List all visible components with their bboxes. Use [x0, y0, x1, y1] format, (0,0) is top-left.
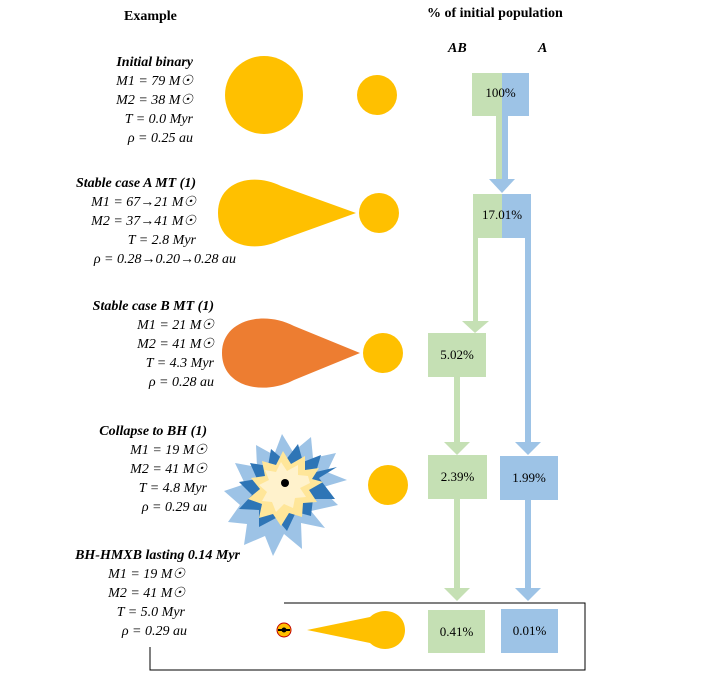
stage-title: Stable case A MT (1)	[75, 176, 196, 191]
stage-param: T = 4.8 Myr	[138, 481, 207, 496]
stage-initial-binary: Initial binary M1 = 79 M☉ M2 = 38 M☉ T =…	[116, 53, 193, 148]
stage-param: M2 = 41 M☉	[130, 462, 207, 477]
stage-param: T = 4.3 Myr	[145, 356, 214, 371]
percent-hmxb-a: 0.01%	[512, 623, 547, 638]
stage-param: M1 = 79 M☉	[116, 74, 193, 89]
stage-param: M2 = 41 M☉	[108, 586, 185, 601]
percent-collapse-a: 1.99%	[512, 470, 546, 485]
star-primary-initial	[225, 56, 303, 134]
stage-param: M2 = 37→41 M☉	[91, 214, 196, 229]
black-hole-dot	[281, 479, 289, 487]
star-secondary-initial	[357, 75, 397, 115]
stage-param: ρ = 0.29 au	[141, 500, 207, 515]
stage-param: M1 = 19 M☉	[108, 567, 185, 582]
stage-param: M1 = 21 M☉	[137, 318, 214, 333]
population-header: % of initial population	[427, 6, 563, 21]
stage-param: M2 = 38 M☉	[116, 93, 193, 108]
stage-case-a-mt: Stable case A MT (1) M1 = 67→21 M☉ M2 = …	[76, 174, 236, 269]
stage-param: ρ = 0.29 au	[121, 624, 187, 639]
stage-title: Collapse to BH (1)	[99, 424, 207, 439]
accretor-star-b	[363, 333, 403, 373]
percent-initial: 100%	[485, 85, 516, 100]
hmxb-bracket-line	[149, 602, 586, 671]
column-ab-label: AB	[448, 41, 467, 56]
stage-title: Stable case B MT (1)	[92, 299, 214, 314]
column-a-label: A	[538, 41, 548, 56]
stage-param: ρ = 0.28→0.20→0.28 au	[93, 252, 236, 267]
stage-param: M2 = 41 M☉	[137, 337, 214, 352]
stage-title: Initial binary	[116, 55, 193, 70]
example-header: Example	[124, 9, 177, 24]
stage-param: T = 0.0 Myr	[124, 112, 193, 127]
percent-collapse-ab: 2.39%	[440, 469, 475, 484]
stage-param: ρ = 0.28 au	[148, 375, 214, 390]
percent-hmxb-ab: 0.41%	[439, 624, 474, 639]
stage-case-b-mt: Stable case B MT (1) M1 = 21 M☉ M2 = 41 …	[93, 297, 214, 392]
accretor-star-a	[359, 193, 399, 233]
stage-param: M1 = 19 M☉	[130, 443, 207, 458]
roche-lobe-overflow-star-b	[222, 318, 360, 388]
companion-star-collapse	[368, 465, 408, 505]
stage-collapse-bh: Collapse to BH (1) M1 = 19 M☉ M2 = 41 M☉…	[99, 422, 207, 517]
stage-param: ρ = 0.25 au	[127, 131, 193, 146]
stage-param: T = 2.8 Myr	[127, 233, 196, 248]
stage-param: M1 = 67→21 M☉	[91, 195, 196, 210]
percent-case-b-ab: 5.02%	[440, 347, 474, 362]
percent-case-a: 17.01%	[481, 207, 523, 222]
hmxb-donor-star	[307, 611, 405, 649]
stage-bh-hmxb: BH-HMXB lasting 0.14 Myr M1 = 19 M☉ M2 =…	[75, 546, 240, 641]
stage-param: T = 5.0 Myr	[116, 605, 185, 620]
supernova-burst	[224, 434, 347, 556]
roche-lobe-overflow-star-a	[218, 179, 356, 247]
stage-title: BH-HMXB lasting 0.14 Myr	[75, 548, 240, 563]
